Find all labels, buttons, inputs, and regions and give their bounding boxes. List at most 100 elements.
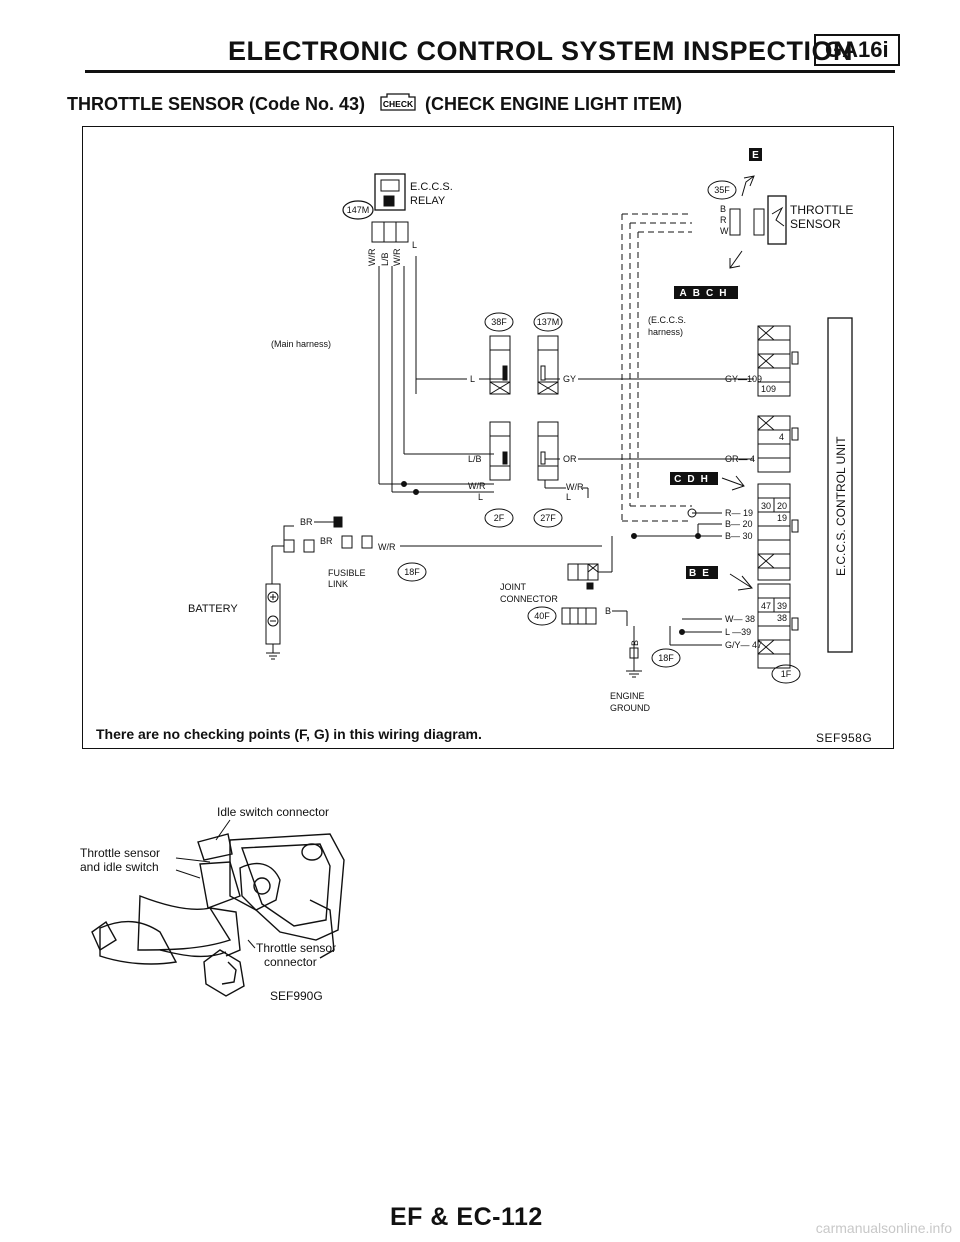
wire-l-upper: L (470, 374, 475, 384)
wire-w-r-left: W/R (468, 481, 486, 491)
terminal-gy-109: GY—109 (725, 374, 762, 384)
battery: BATTERY (188, 583, 281, 660)
terminal-r-19: R— 19 (725, 508, 753, 518)
caption-idle-switch: Idle switch connector (217, 805, 329, 819)
connector-35f: 18F (404, 567, 420, 577)
ecc-harness-label: (E.C.C.S. (648, 315, 686, 325)
fusible-link: BR BR W/R FUSIBLE LINK 18F (271, 516, 602, 589)
joint-connector-label-2: CONNECTOR (500, 594, 558, 604)
fusible-link-label-2: LINK (328, 579, 348, 589)
relay-label-2: RELAY (410, 195, 446, 207)
ecc-unit-connectors: 109 4 30 20 19 47 39 38 1F (757, 325, 801, 684)
section-note: (CHECK ENGINE LIGHT ITEM) (425, 94, 682, 114)
title-rule (85, 70, 895, 73)
caption-connector-2: connector (264, 955, 317, 969)
relay-wire-2: L/B (380, 252, 390, 266)
connector-1f: 1F (781, 669, 792, 679)
check-point-e: E (749, 148, 762, 161)
check-icon-label: CHECK (383, 99, 414, 109)
engine-ground-label-2: GROUND (610, 703, 650, 713)
wire-gy: GY (563, 374, 576, 384)
wire-or: OR (563, 454, 577, 464)
photo-figure-code: SEF990G (270, 989, 323, 1003)
page-footer: EF & EC-112 (390, 1203, 543, 1231)
connector-137m-2f: 2F 27F (484, 421, 563, 528)
connector-2f: 27F (540, 513, 556, 523)
wire-br-1: BR (300, 517, 313, 527)
relay-wire-1: W/R (367, 248, 377, 266)
ecc-harness-label-2: harness) (648, 327, 683, 337)
check-point-cdh-label: CDH (674, 474, 714, 485)
pin-39: 39 (777, 601, 787, 611)
relay-wire-4: L (412, 240, 417, 250)
throttle-sensor: 35F B R W THROTTLE SENSOR (707, 175, 853, 269)
terminal-or-4: OR— 4 (725, 454, 755, 464)
pin-19: 19 (777, 513, 787, 523)
connector-108m: 147M (347, 205, 370, 215)
terminal-g-y-47: G/Y— 47 (725, 640, 762, 650)
engine-ground: B 18F ENGINE GROUND (610, 626, 681, 713)
battery-label: BATTERY (188, 603, 238, 615)
check-point-e-label: E (752, 150, 759, 161)
pin-47: 47 (761, 601, 771, 611)
pin-109: 109 (761, 384, 776, 394)
wire-b-joint: B (605, 606, 611, 616)
joint-connector-label: JOINT (500, 582, 527, 592)
main-harness-label: (Main harness) (271, 339, 331, 349)
pin-38: 38 (777, 613, 787, 623)
connector-27f: 35F (714, 185, 730, 195)
wire-l-right: L (566, 492, 571, 502)
wire-l-left: L (478, 492, 483, 502)
page-title: ELECTRONIC CONTROL SYSTEM INSPECTION (228, 36, 854, 66)
connector-40f: 40F (534, 611, 550, 621)
wiring-diagram-frame (82, 126, 894, 749)
caption-throttle-sensor: Throttle sensor (80, 846, 160, 860)
fusible-link-label: FUSIBLE (328, 568, 366, 578)
check-point-abch-label: ABCH (680, 288, 733, 299)
terminal-l-39: L —39 (725, 627, 751, 637)
sensor-wire-r: R (720, 215, 727, 225)
connector-147m: 38F (491, 317, 507, 327)
section-heading: THROTTLE SENSOR (Code No. 43) (67, 94, 366, 114)
throttle-body-illustration: Idle switch connector Throttle sensor an… (80, 805, 345, 1003)
connector-18f: 18F (658, 653, 674, 663)
check-point-cdh: CDH (670, 472, 718, 485)
pin-20: 20 (777, 501, 787, 511)
throttle-sensor-label-2: SENSOR (790, 217, 841, 231)
terminal-b-30: B— 30 (725, 531, 753, 541)
check-engine-icon: CHECK (380, 93, 416, 111)
sensor-wire-w: W (720, 226, 729, 236)
connector-147m-38f: 38F 137M (484, 312, 563, 395)
engine-badge: GA16i (814, 34, 900, 66)
check-point-abch: ABCH (674, 286, 738, 299)
wire-b-ground: B (630, 640, 640, 646)
pin-30: 30 (761, 501, 771, 511)
wire-w-r-right: W/R (566, 482, 584, 492)
joint-connector: JOINT CONNECTOR 40F B (500, 536, 628, 626)
connector-137m: 2F (494, 513, 505, 523)
throttle-sensor-label: THROTTLE (790, 203, 853, 217)
ecc-harness-lines (621, 213, 692, 522)
connector-38f: 137M (537, 317, 560, 327)
wiring-diagram: E.C.C.S. RELAY 147M W/R L/B W/R L (Main … (188, 148, 853, 713)
engine-ground-label: ENGINE (610, 691, 645, 701)
caption-connector: Throttle sensor (256, 941, 336, 955)
watermark[interactable]: carmanualsonline.info (815, 1220, 952, 1236)
wire-l-b: L/B (468, 454, 482, 464)
ecc-control-unit: E.C.C.S. CONTROL UNIT (827, 317, 853, 653)
relay-wire-3: W/R (392, 248, 402, 266)
ecc-relay: E.C.C.S. RELAY 147M W/R L/B W/R L (342, 173, 453, 266)
control-unit-label: E.C.C.S. CONTROL UNIT (834, 436, 848, 576)
sensor-wire-b: B (720, 204, 726, 214)
terminal-w-38: W— 38 (725, 614, 755, 624)
wire-w-r-fusible: W/R (378, 542, 396, 552)
check-point-be-label: BE (689, 568, 715, 579)
relay-label: E.C.C.S. (410, 181, 453, 193)
check-point-be: BE (686, 566, 718, 579)
diagram-figure-code: SEF958G (816, 731, 873, 745)
terminal-b-20: B— 20 (725, 519, 753, 529)
caption-idle-switch-2: and idle switch (80, 860, 159, 874)
pin-4: 4 (779, 432, 784, 442)
diagram-note: There are no checking points (F, G) in t… (96, 726, 482, 742)
wire-br-2: BR (320, 536, 333, 546)
